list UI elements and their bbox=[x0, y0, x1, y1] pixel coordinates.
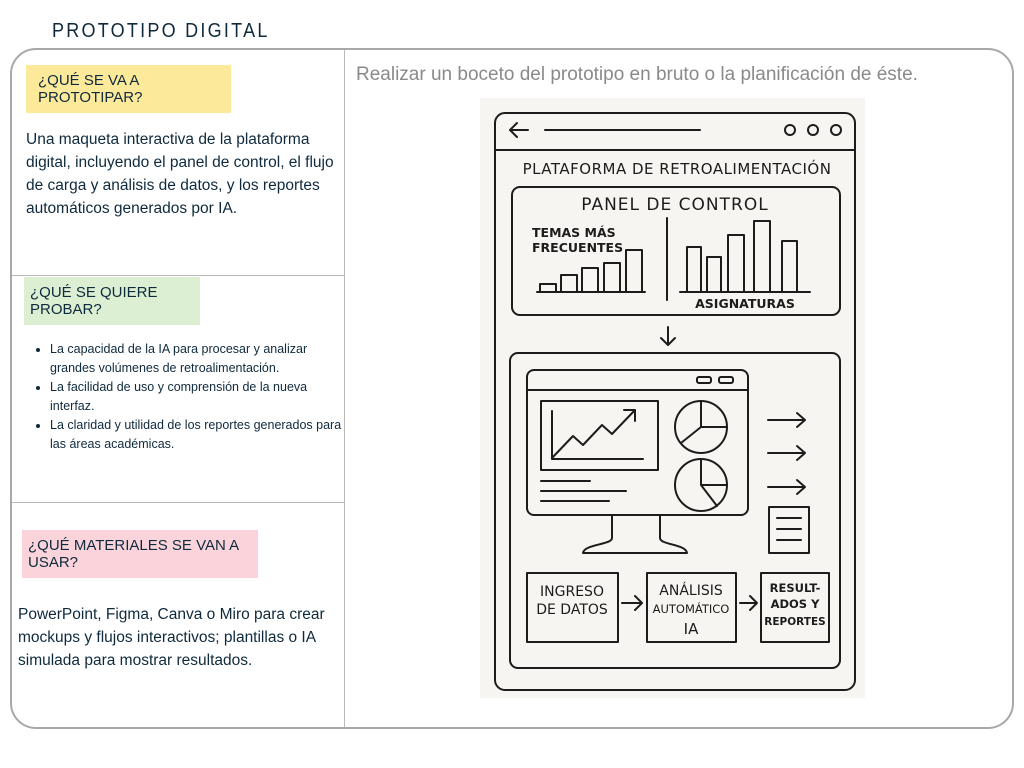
test-list: La capacidad de la IA para procesar y an… bbox=[24, 340, 355, 454]
section-body-materials: PowerPoint, Figma, Canva o Miro para cre… bbox=[18, 606, 325, 669]
topics-label: TEMAS MÁS bbox=[532, 225, 616, 240]
browser-frame bbox=[494, 112, 856, 691]
flow-step-results: RESULT- ADOS Y REPORTES bbox=[760, 572, 830, 643]
svg-text:RESULT-: RESULT- bbox=[770, 581, 821, 595]
control-panel-box bbox=[511, 186, 841, 316]
sketch-instructions: Realizar un boceto del prototipo en brut… bbox=[356, 64, 918, 85]
section-divider bbox=[12, 275, 344, 276]
svg-text:ADOS Y: ADOS Y bbox=[771, 597, 821, 611]
output-arrows-icon bbox=[767, 412, 806, 495]
section-label-materials: ¿QUÉ MATERIALES SE VAN A USAR? bbox=[22, 530, 258, 578]
content-frame bbox=[10, 48, 1014, 729]
down-arrow-icon bbox=[660, 326, 676, 346]
flow-step-data-input: INGRESO DE DATOS bbox=[526, 572, 619, 643]
svg-text:AUTOMÁTICO: AUTOMÁTICO bbox=[653, 601, 730, 616]
subjects-bar-chart bbox=[679, 220, 811, 293]
topics-bar-chart bbox=[536, 249, 646, 293]
flow-step-analysis: ANÁLISIS AUTOMÁTICO IA bbox=[646, 572, 737, 643]
section-label-test: ¿QUÉ SE QUIERE PROBAR? bbox=[24, 277, 200, 325]
list-item: La capacidad de la IA para procesar y an… bbox=[50, 340, 355, 378]
topics-label: FRECUENTES bbox=[532, 240, 623, 255]
analysis-panel-box bbox=[509, 352, 841, 669]
report-document-icon bbox=[768, 506, 810, 554]
page-title: PROTOTIPO DIGITAL bbox=[52, 20, 270, 42]
svg-text:IA: IA bbox=[684, 620, 699, 638]
section-divider bbox=[12, 502, 344, 503]
section-label-prototype: ¿QUÉ SE VA A PROTOTIPAR? bbox=[26, 65, 231, 113]
svg-text:DE DATOS: DE DATOS bbox=[536, 602, 608, 618]
flow-arrow-icon bbox=[739, 595, 758, 611]
list-item: La facilidad de uso y comprensión de la … bbox=[50, 378, 355, 416]
platform-title: PLATAFORMA DE RETROALIMENTACIÓN bbox=[523, 159, 832, 178]
svg-text:REPORTES: REPORTES bbox=[764, 616, 825, 628]
prototype-sketch: PLATAFORMA DE RETROALIMENTACIÓN PANEL DE… bbox=[480, 98, 865, 698]
monitor-icon bbox=[526, 369, 749, 554]
subjects-label: ASIGNATURAS bbox=[695, 296, 795, 311]
svg-text:INGRESO: INGRESO bbox=[540, 584, 604, 600]
section-body-prototype: Una maqueta interactiva de la plataforma… bbox=[26, 131, 334, 217]
column-divider bbox=[344, 50, 345, 727]
svg-text:ANÁLISIS: ANÁLISIS bbox=[659, 582, 723, 599]
back-arrow-icon bbox=[509, 122, 529, 138]
window-dots-icon bbox=[784, 124, 842, 136]
flow-arrow-icon bbox=[621, 595, 643, 611]
panel-title: PANEL DE CONTROL bbox=[581, 195, 768, 215]
list-item: La claridad y utilidad de los reportes g… bbox=[50, 416, 355, 454]
